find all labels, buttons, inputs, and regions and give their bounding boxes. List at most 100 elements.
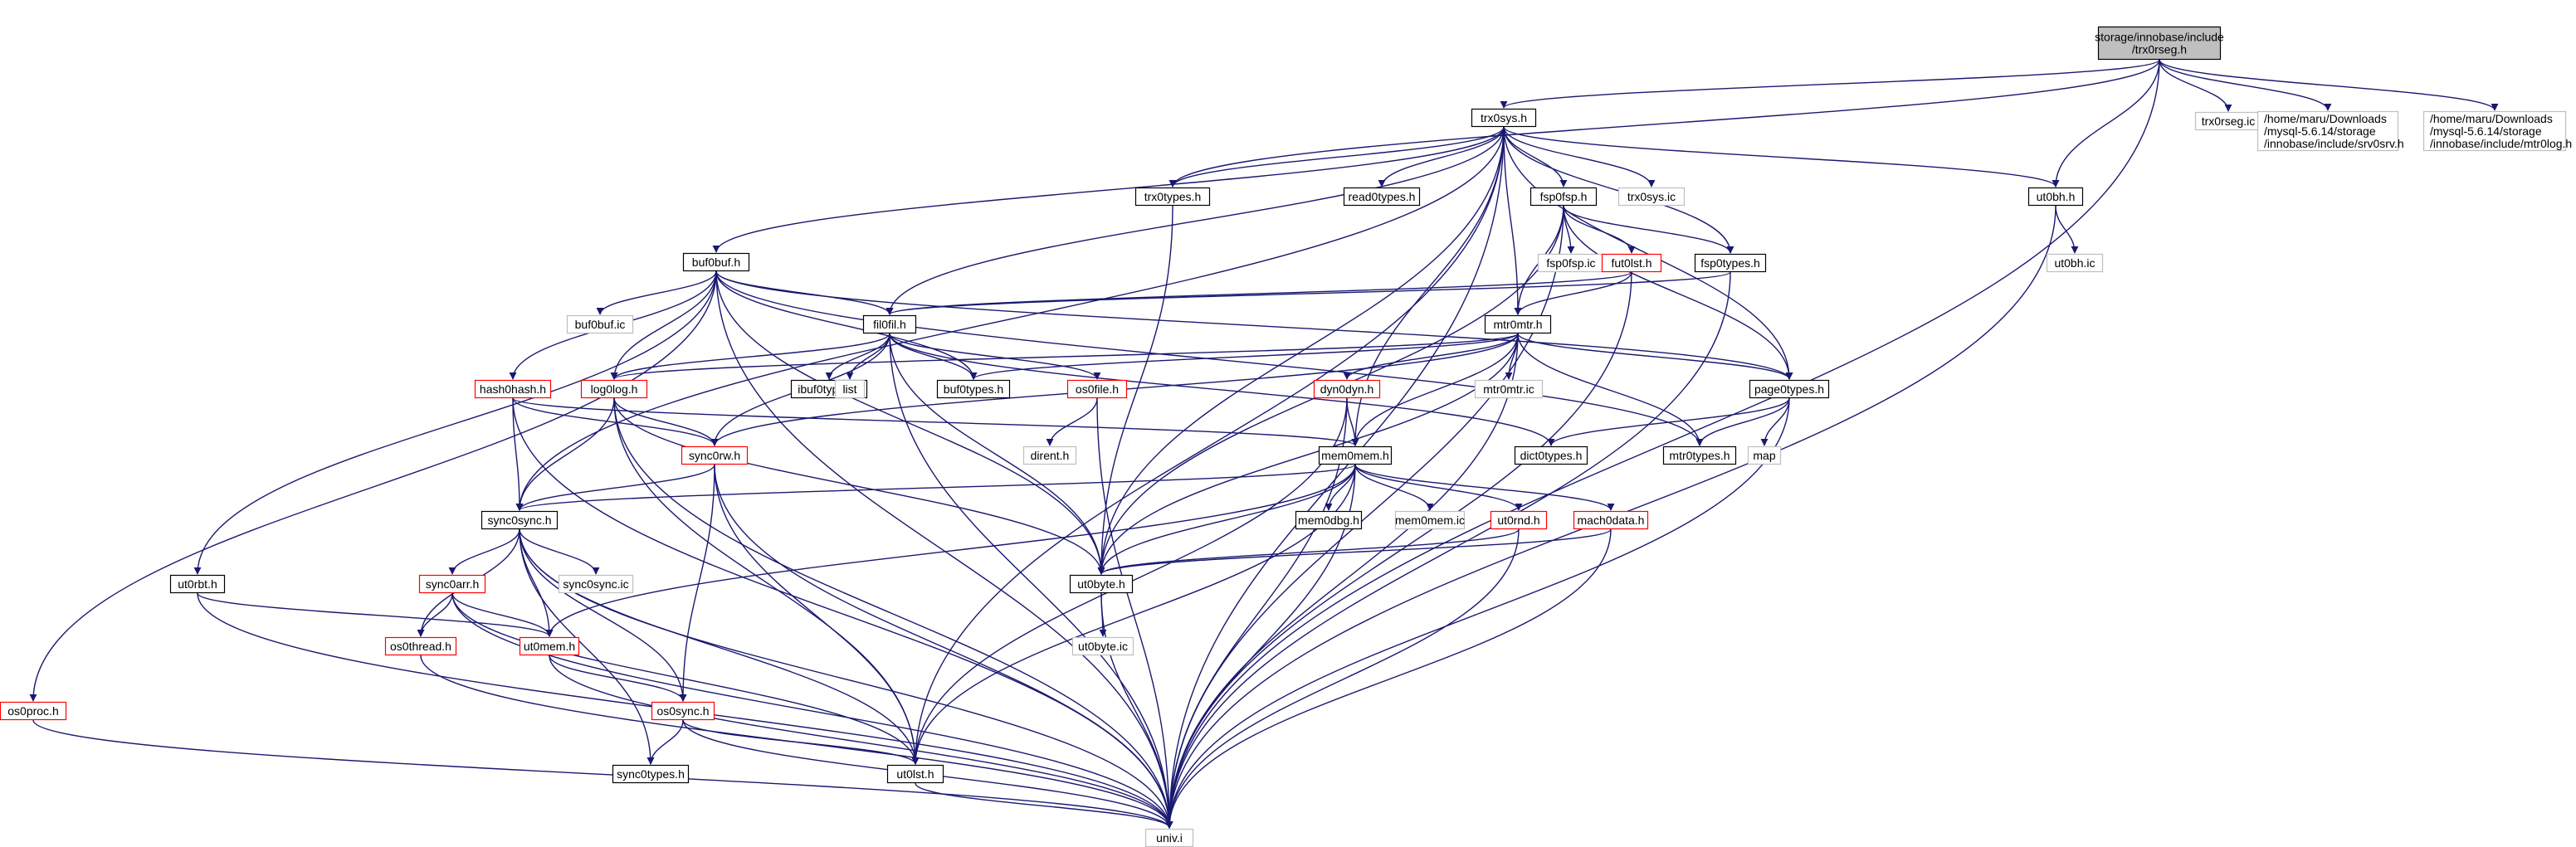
edge-ut0mem-h-to-univ-i: [549, 655, 1173, 829]
edge-fut0lst-h-to-fil0fil-h: [886, 271, 1632, 315]
edge-mem0mem-h-to-ut0rnd-h: [1354, 464, 1523, 511]
node-os0file-h[interactable]: os0file.h: [1066, 379, 1128, 399]
node-dyn0dyn-h[interactable]: dyn0dyn.h: [1313, 379, 1381, 399]
edge-sync0rw-h-to-univ-i: [714, 464, 1173, 829]
node-ut0rbt-h[interactable]: ut0rbt.h: [169, 574, 226, 594]
node-fut0lst-h[interactable]: fut0lst.h: [1601, 253, 1662, 273]
edge-buf0buf-h-to-univ-i: [715, 270, 1173, 829]
node-label: buf0types.h: [944, 382, 1003, 396]
node-buf0buf-ic[interactable]: buf0buf.ic: [566, 314, 634, 334]
node-label: os0sync.h: [656, 704, 709, 718]
node-os0proc-h[interactable]: os0proc.h: [0, 701, 67, 721]
node-mem0mem-h[interactable]: mem0mem.h: [1318, 445, 1393, 465]
node-fsp0fsp-ic[interactable]: fsp0fsp.ic: [1537, 253, 1605, 273]
node-sync0types-h[interactable]: sync0types.h: [612, 764, 690, 784]
node-label: dirent.h: [1031, 449, 1070, 462]
edge-ut0lst-h-to-univ-i: [915, 782, 1173, 829]
node-trx0sys-ic[interactable]: trx0sys.ic: [1617, 187, 1686, 207]
edge-fsp0types-h-to-fil0fil-h: [886, 271, 1731, 315]
node-box: [1484, 314, 1552, 334]
node-trx0rseg-h[interactable]: storage/innobase/include/trx0rseg.h: [2095, 26, 2224, 61]
node-buf0buf-h[interactable]: buf0buf.h: [682, 252, 750, 272]
node-label: sync0types.h: [617, 767, 685, 781]
node-box: [1069, 574, 1134, 594]
node-dict0types-h[interactable]: dict0types.h: [1514, 445, 1588, 465]
node-trx0rseg-ic[interactable]: trx0rseg.ic: [2194, 111, 2262, 131]
node-box: [1573, 510, 1649, 530]
node-ut0byte-ic[interactable]: ut0byte.ic: [1071, 636, 1134, 656]
edge-fil0fil-h-to-log0log-h: [610, 333, 890, 380]
node-box: [2046, 253, 2104, 273]
edge-log0log-h-to-ut0byte-h: [613, 397, 1105, 575]
node-mem0dbg-h[interactable]: mem0dbg.h: [1295, 510, 1363, 530]
node-box: [1662, 445, 1737, 465]
node-label: storage/innobase/include: [2095, 31, 2224, 44]
node-label: /trx0rseg.h: [2132, 43, 2187, 56]
node-ut0rnd-h[interactable]: ut0rnd.h: [1490, 510, 1548, 530]
node-ut0lst-h[interactable]: ut0lst.h: [886, 764, 944, 784]
edge-mtr0mtr-h-to-ut0byte-h: [1097, 333, 1519, 575]
node-os0sync-h[interactable]: os0sync.h: [651, 701, 715, 721]
node-label: os0proc.h: [7, 704, 58, 718]
node-buf0types-h[interactable]: buf0types.h: [936, 379, 1011, 399]
node-dirent-h[interactable]: dirent.h: [1022, 445, 1077, 465]
node-box: [558, 574, 634, 594]
node-label: sync0rw.h: [689, 449, 740, 462]
node-ut0bh-h[interactable]: ut0bh.h: [2027, 187, 2084, 207]
edge-sync0arr-h-to-ut0mem-h: [451, 592, 554, 637]
node-label: sync0sync.h: [487, 514, 551, 527]
node-mtr0mtr-h[interactable]: mtr0mtr.h: [1484, 314, 1552, 334]
node-map[interactable]: map: [1747, 445, 1782, 465]
edge-fsp0fsp-h-to-fsp0types-h: [1563, 205, 1734, 254]
edge-trx0sys-h-to-buf0buf-h: [712, 126, 1505, 253]
node-mem0mem-ic[interactable]: mem0mem.ic: [1394, 510, 1466, 530]
node-trx0types-h[interactable]: trx0types.h: [1134, 187, 1211, 207]
edge-trx0sys-h-to-ut0lst-h: [911, 126, 1505, 765]
node-label: fut0lst.h: [1611, 256, 1651, 270]
node-log0log-h[interactable]: log0log.h: [580, 379, 648, 399]
node-trx0sys-h[interactable]: trx0sys.h: [1471, 108, 1537, 128]
edge-fil0fil-h-to-buf0types-h: [889, 333, 978, 380]
node-list[interactable]: list: [834, 379, 866, 399]
node-box: [481, 510, 559, 530]
node-sync0arr-h[interactable]: sync0arr.h: [418, 574, 486, 594]
node-label: fsp0fsp.h: [1540, 190, 1588, 203]
node-sync0sync-ic[interactable]: sync0sync.ic: [558, 574, 634, 594]
node-label: buf0buf.h: [692, 256, 740, 269]
edge-mem0mem-h-to-ut0mem-h: [545, 464, 1356, 637]
node-fil0fil-h[interactable]: fil0fil.h: [862, 314, 917, 334]
node-box: [862, 314, 917, 334]
node-label: /innobase/include/mtr0log.h: [2430, 137, 2572, 150]
node-ut0bh-ic[interactable]: ut0bh.ic: [2046, 253, 2104, 273]
node-page0types-h[interactable]: page0types.h: [1749, 379, 1830, 399]
node-box: [384, 636, 457, 656]
node-label: mem0mem.ic: [1395, 514, 1465, 527]
node-univ-i[interactable]: univ.i: [1144, 828, 1194, 847]
node-hash0hash-h[interactable]: hash0hash.h: [474, 379, 552, 399]
edge-fil0fil-h-to-univ-i: [889, 333, 1173, 829]
node-box: [1343, 187, 1421, 207]
node-box: [1474, 379, 1544, 399]
node-srv0srv-h[interactable]: /home/maru/Downloads/mysql-5.6.14/storag…: [2256, 110, 2404, 152]
node-label: mtr0mtr.h: [1493, 318, 1542, 331]
node-sync0sync-h[interactable]: sync0sync.h: [481, 510, 559, 530]
node-mtr0mtr-ic[interactable]: mtr0mtr.ic: [1474, 379, 1544, 399]
edge-sync0sync-h-to-sync0arr-h: [448, 528, 520, 575]
node-mach0data-h[interactable]: mach0data.h: [1573, 510, 1649, 530]
node-label: ut0bh.ic: [2054, 256, 2095, 270]
node-fsp0types-h[interactable]: fsp0types.h: [1694, 253, 1767, 273]
node-mtr0types-h[interactable]: mtr0types.h: [1662, 445, 1737, 465]
node-label: mach0data.h: [1578, 514, 1645, 527]
edge-trx0sys-h-to-sync0sync-h: [515, 126, 1505, 511]
node-ut0mem-h[interactable]: ut0mem.h: [519, 636, 580, 656]
edge-hash0hash-h-to-sync0rw-h: [512, 397, 719, 446]
node-ut0byte-h[interactable]: ut0byte.h: [1069, 574, 1134, 594]
edge-fsp0types-h-to-univ-i: [1165, 271, 1731, 829]
node-read0types-h[interactable]: read0types.h: [1343, 187, 1421, 207]
node-mtr0log-h[interactable]: /home/maru/Downloads/mysql-5.6.14/storag…: [2422, 110, 2573, 152]
node-fsp0fsp-h[interactable]: fsp0fsp.h: [1530, 187, 1598, 207]
node-os0thread-h[interactable]: os0thread.h: [384, 636, 457, 656]
edge-mem0mem-h-to-mem0mem-ic: [1354, 464, 1434, 511]
node-sync0rw-h[interactable]: sync0rw.h: [681, 445, 749, 465]
node-box: [2097, 26, 2222, 61]
